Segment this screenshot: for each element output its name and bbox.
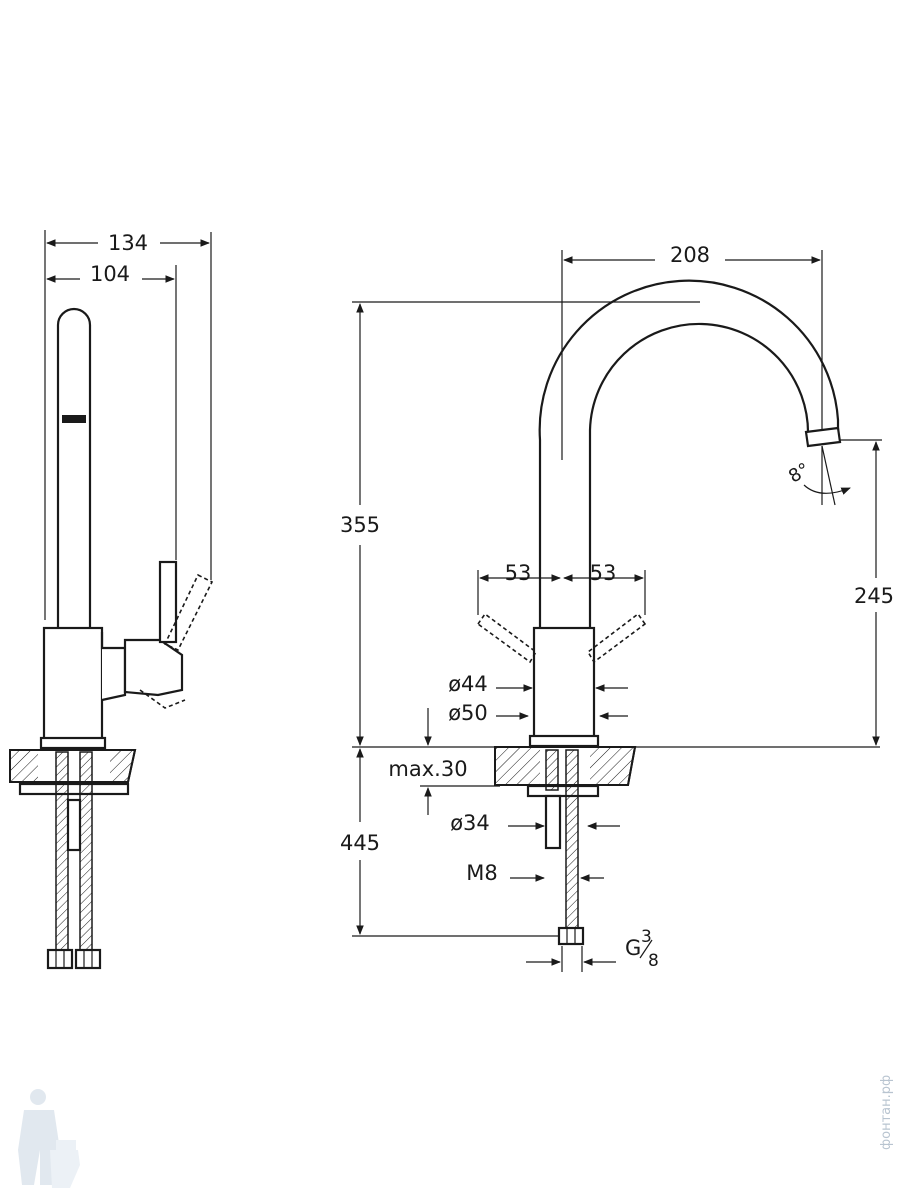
front-view: 208 355 245 8° 53 53 ø44 ø50 bbox=[340, 243, 894, 972]
watermark-site: фонтан.рф bbox=[879, 1075, 894, 1150]
dim-134-label: 134 bbox=[108, 231, 148, 255]
dim-g38-denominator: 8 bbox=[648, 951, 659, 971]
angle-ref-slanted bbox=[821, 445, 836, 506]
dim-m8-label: M8 bbox=[466, 861, 497, 885]
front-spout bbox=[538, 279, 840, 628]
side-fixing-plate bbox=[18, 782, 130, 796]
side-aerator bbox=[62, 415, 86, 423]
dim-44-label: ø44 bbox=[448, 672, 488, 696]
front-lever-right-dashed bbox=[586, 612, 647, 664]
dim-208-label: 208 bbox=[670, 243, 710, 267]
dim-53-left-label: 53 bbox=[505, 561, 532, 585]
front-fixing-plate bbox=[526, 784, 600, 798]
dim-g38-fraction-slash bbox=[639, 939, 653, 959]
side-view: 134 104 bbox=[9, 230, 214, 970]
front-lever-left-dashed bbox=[476, 612, 538, 664]
front-countertop bbox=[494, 745, 637, 787]
front-body bbox=[532, 626, 596, 740]
side-nut-left bbox=[46, 948, 74, 970]
dim-355-label: 355 bbox=[340, 513, 380, 537]
front-hose bbox=[565, 749, 579, 931]
dim-53-right-label: 53 bbox=[590, 561, 617, 585]
side-countertop bbox=[9, 748, 137, 784]
side-hose-left bbox=[55, 751, 69, 953]
dim-max30-label: max.30 bbox=[388, 757, 467, 781]
side-flange bbox=[39, 736, 107, 750]
side-lever-dashed-base bbox=[139, 689, 186, 709]
side-hose-right bbox=[79, 751, 93, 953]
angle-arc bbox=[803, 484, 851, 495]
dim-445-label: 445 bbox=[340, 831, 380, 855]
side-lever-base bbox=[100, 632, 127, 702]
dim-g38-letter: G bbox=[625, 936, 641, 960]
side-body bbox=[42, 626, 104, 742]
front-stud bbox=[544, 794, 562, 850]
side-spout bbox=[56, 307, 92, 630]
dim-g38-numerator: 3 bbox=[641, 927, 652, 947]
front-nut bbox=[557, 926, 585, 946]
dim-50-label: ø50 bbox=[448, 701, 488, 725]
dim-angle-label: 8° bbox=[785, 459, 813, 487]
front-flange bbox=[528, 734, 600, 748]
dim-104-label: 104 bbox=[90, 262, 130, 286]
side-lever-handle bbox=[158, 560, 178, 644]
front-aerator bbox=[804, 426, 842, 448]
dim-34-label: ø34 bbox=[450, 811, 490, 835]
dim-245-label: 245 bbox=[854, 584, 894, 608]
side-lever-open-dashed bbox=[163, 573, 214, 652]
side-lever-housing bbox=[123, 638, 184, 697]
side-nut-right bbox=[74, 948, 102, 970]
front-hose-upper-left bbox=[545, 749, 559, 791]
side-stud bbox=[66, 798, 82, 852]
plumber-logo bbox=[18, 1089, 80, 1188]
